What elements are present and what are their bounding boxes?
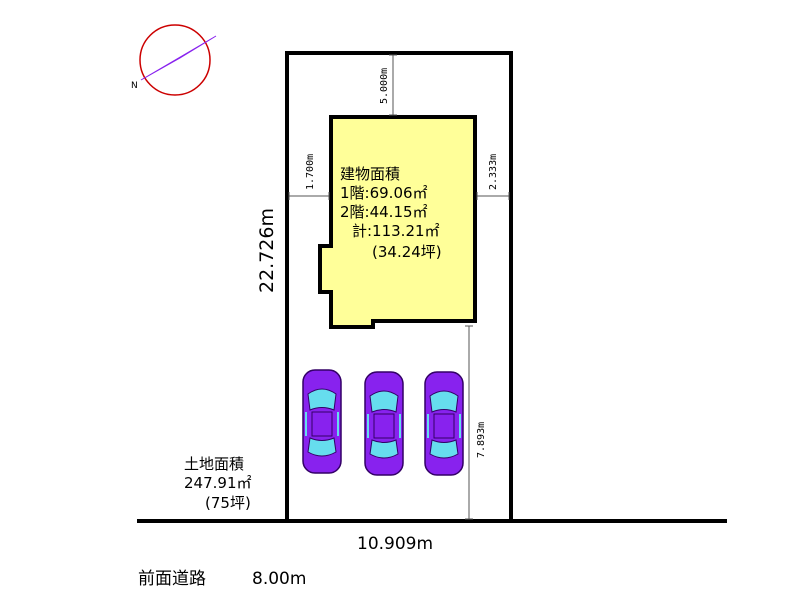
building-total-tsubo: (34.24坪) [372,243,442,261]
building-area-text: 建物面積 1階:69.06㎡ 2階:44.15㎡ 計:113.21㎡ (34.2… [340,165,442,261]
building-total-area: 計:113.21㎡ [352,222,440,240]
dimension-setback-left: 1.700m [288,154,330,200]
road-name-label: 前面道路 [138,569,206,589]
dimension-parking-depth: 7.893m [465,325,487,520]
dimension-setback-top: 5.000m [379,54,397,116]
building-floor1-area: 1階:69.06㎡ [340,184,428,202]
building-floor2-area: 2階:44.15㎡ [340,203,428,221]
parked-car-icon [364,371,404,476]
setback-right-label: 2.333m [488,154,499,190]
parked-car-icon [424,371,464,476]
lot-boundary [285,51,513,521]
lot-depth-label: 22.726m [256,208,278,293]
north-compass-icon: N [131,24,217,96]
land-area-value: 247.91㎡ [184,474,252,492]
parking-depth-label: 7.893m [476,422,487,458]
setback-left-label: 1.700m [305,154,316,190]
parked-car-icon [302,369,342,474]
road-width-label: 8.00m [252,569,306,589]
land-area-tsubo: (75坪) [205,494,251,512]
road-label: 前面道路 8.00m [138,569,306,589]
building-footprint [318,115,477,329]
dimension-setback-right: 2.333m [476,154,510,200]
land-area-text: 土地面積 247.91㎡ (75坪) [184,455,252,512]
lot-frontage-label: 10.909m [357,534,433,554]
land-area-title: 土地面積 [184,455,244,473]
setback-top-label: 5.000m [379,68,390,104]
building-area-title: 建物面積 [340,165,400,183]
compass-north-label: N [131,81,138,91]
